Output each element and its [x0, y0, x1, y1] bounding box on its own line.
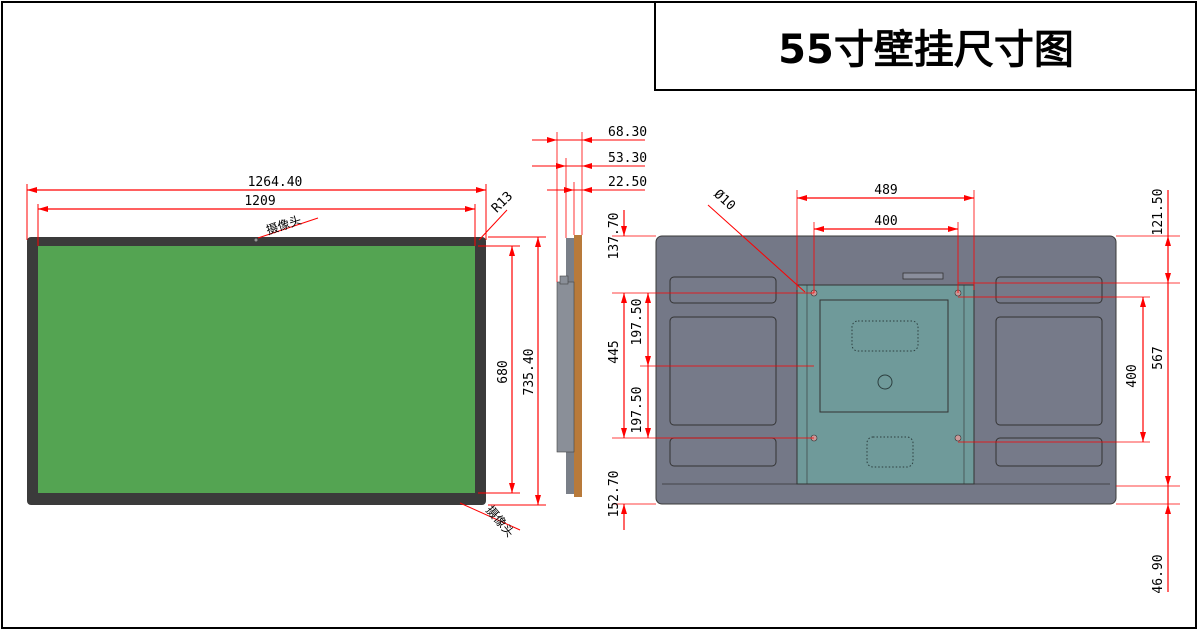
arrow	[509, 483, 515, 493]
dim-left-total: 445	[607, 340, 622, 363]
center-hole	[877, 374, 893, 390]
back-view: Ø10 489 400 137.70 445 1	[607, 183, 1180, 594]
camera-dot	[254, 238, 258, 242]
side-hook	[559, 275, 569, 285]
dim-screen-width: 1209	[244, 194, 275, 209]
back-recess	[995, 316, 1103, 426]
dim-screen-height: 680	[496, 360, 511, 383]
dim-right-top: 121.50	[1151, 189, 1166, 236]
dim-top-offset: 137.70	[607, 213, 622, 260]
arrow	[547, 137, 557, 143]
back-recess	[669, 276, 777, 304]
arrow	[621, 428, 627, 438]
arrow	[621, 226, 627, 236]
dim-vesa-horizontal: 400	[874, 214, 897, 229]
camera-label-top: 摄像头	[264, 212, 303, 237]
back-recess	[995, 437, 1103, 467]
camera-leader	[257, 217, 319, 239]
side-trim	[574, 235, 582, 497]
arrow	[1165, 504, 1171, 514]
side-view: 68.30 53.30 22.50	[532, 125, 647, 497]
hole-leader	[707, 204, 806, 293]
vent-grille	[866, 436, 914, 468]
arrow	[1165, 236, 1171, 246]
arrow	[27, 187, 37, 193]
arrow	[509, 246, 515, 256]
dim-vesa-vertical: 400	[1125, 364, 1140, 387]
vent-grille	[851, 320, 919, 352]
dim-left-lower: 197.50	[630, 387, 645, 434]
arrow	[582, 187, 592, 193]
arrow	[645, 428, 651, 438]
arrow	[645, 356, 651, 366]
arrow	[535, 495, 541, 505]
camera-label-bottom: 摄像头	[483, 502, 518, 539]
arrow	[814, 226, 824, 232]
arrow	[645, 293, 651, 303]
arrow	[1165, 273, 1171, 283]
arrow	[1140, 297, 1146, 307]
back-recess	[669, 437, 777, 467]
back-recess	[995, 276, 1103, 304]
dim-right-bottom: 46.90	[1151, 554, 1166, 593]
camera-leader-bottom	[459, 502, 521, 531]
arrow	[38, 206, 48, 212]
mount-hole	[954, 434, 962, 442]
arrow	[556, 163, 566, 169]
arrow	[964, 195, 974, 201]
arrow	[476, 187, 486, 193]
front-view: 1264.40 1209 摄像头 R13 摄像头 680 735.40	[26, 175, 546, 540]
arrow	[535, 237, 541, 247]
arrow	[1165, 476, 1171, 486]
mount-plate	[819, 299, 949, 413]
dim-hole-diameter: Ø10	[711, 187, 738, 214]
arrow	[1140, 432, 1146, 442]
arrow	[582, 163, 592, 169]
arrow	[948, 226, 958, 232]
radius-leader	[478, 209, 508, 241]
dim-depth-total: 68.30	[608, 125, 647, 140]
dim-left-upper: 197.50	[630, 299, 645, 346]
arrow	[621, 504, 627, 514]
arrow	[582, 137, 592, 143]
dim-right-total: 567	[1151, 346, 1166, 369]
back-handle	[902, 272, 944, 280]
page-title: 55寸壁挂尺寸图	[778, 26, 1074, 73]
back-recess	[669, 316, 777, 426]
dim-overall-width: 1264.40	[248, 175, 303, 190]
dim-depth-thin: 22.50	[608, 175, 647, 190]
arrow	[797, 195, 807, 201]
side-mount	[556, 281, 575, 453]
dim-outer-spacing: 489	[874, 183, 897, 198]
arrow	[621, 293, 627, 303]
arrow	[465, 206, 475, 212]
dim-overall-height: 735.40	[522, 349, 537, 396]
front-screen	[38, 246, 475, 493]
title-box: 55寸壁挂尺寸图	[654, 2, 1196, 91]
arrow	[564, 187, 574, 193]
dim-corner-radius: R13	[489, 189, 516, 216]
dim-bottom-offset: 152.70	[607, 471, 622, 518]
dim-depth-mid: 53.30	[608, 151, 647, 166]
